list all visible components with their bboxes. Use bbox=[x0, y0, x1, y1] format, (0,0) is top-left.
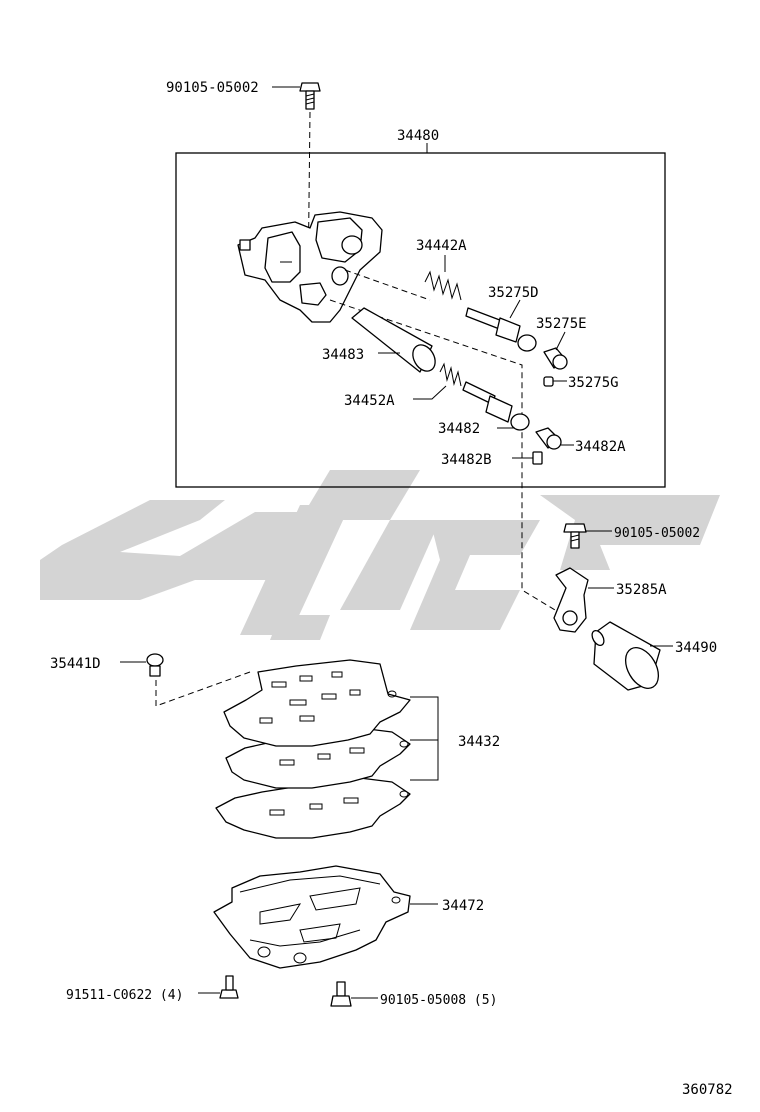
sleeve-34482a-icon bbox=[535, 427, 562, 450]
label-gaskets-34432: 34432 bbox=[458, 734, 500, 750]
bolt-right-icon bbox=[563, 523, 587, 549]
label-lower-body-34472: 34472 bbox=[442, 898, 484, 914]
bolt-top-icon bbox=[299, 82, 321, 110]
sleeve-34483-icon bbox=[351, 307, 436, 373]
retainer-34482b-icon bbox=[532, 451, 543, 465]
bolt-left-icon bbox=[219, 975, 239, 999]
label-valve-35275d: 35275D bbox=[488, 285, 539, 301]
label-sleeve-34482a: 34482A bbox=[575, 439, 626, 455]
label-bolt-left: 91511-C0622 (4) bbox=[66, 988, 183, 1003]
plug-35275g-icon bbox=[543, 376, 554, 387]
bracket-35285a-icon bbox=[553, 567, 589, 633]
valve-35275d-icon bbox=[465, 307, 537, 352]
gasket-stack-34432-icon bbox=[215, 659, 411, 839]
spring-34442a-icon bbox=[424, 270, 462, 301]
label-bolt-top: 90105-05002 bbox=[166, 80, 259, 96]
label-solenoid-34490: 34490 bbox=[675, 640, 717, 656]
label-check-ball-35441d: 35441D bbox=[50, 656, 101, 672]
label-sleeve-34483: 34483 bbox=[322, 347, 364, 363]
assembly-box bbox=[175, 152, 666, 488]
spring-34452a-icon bbox=[439, 362, 462, 387]
label-bolt-right: 90105-05002 bbox=[614, 526, 700, 541]
valve-34482-icon bbox=[462, 381, 530, 431]
label-bracket-35285a: 35285A bbox=[616, 582, 667, 598]
label-plug-35275g: 35275G bbox=[568, 375, 619, 391]
label-spring-34442a: 34442A bbox=[416, 238, 467, 254]
lower-valve-body-34472-icon bbox=[213, 865, 411, 969]
watermark-logo bbox=[40, 470, 720, 640]
label-bolt-bottom: 90105-05008 (5) bbox=[380, 993, 497, 1008]
sleeve-35275e-icon bbox=[543, 347, 568, 370]
bolt-bottom-icon bbox=[330, 981, 352, 1007]
label-retainer-34482b: 34482B bbox=[441, 452, 492, 468]
label-assembly: 34480 bbox=[397, 128, 439, 144]
label-sleeve-35275e: 35275E bbox=[536, 316, 587, 332]
solenoid-34490-icon bbox=[591, 621, 661, 691]
upper-valve-body-icon bbox=[237, 211, 383, 323]
label-diagram-id: 360782 bbox=[682, 1082, 733, 1098]
check-ball-35441d-icon bbox=[146, 653, 164, 677]
label-spring-34452a: 34452A bbox=[344, 393, 395, 409]
label-valve-34482: 34482 bbox=[438, 421, 480, 437]
